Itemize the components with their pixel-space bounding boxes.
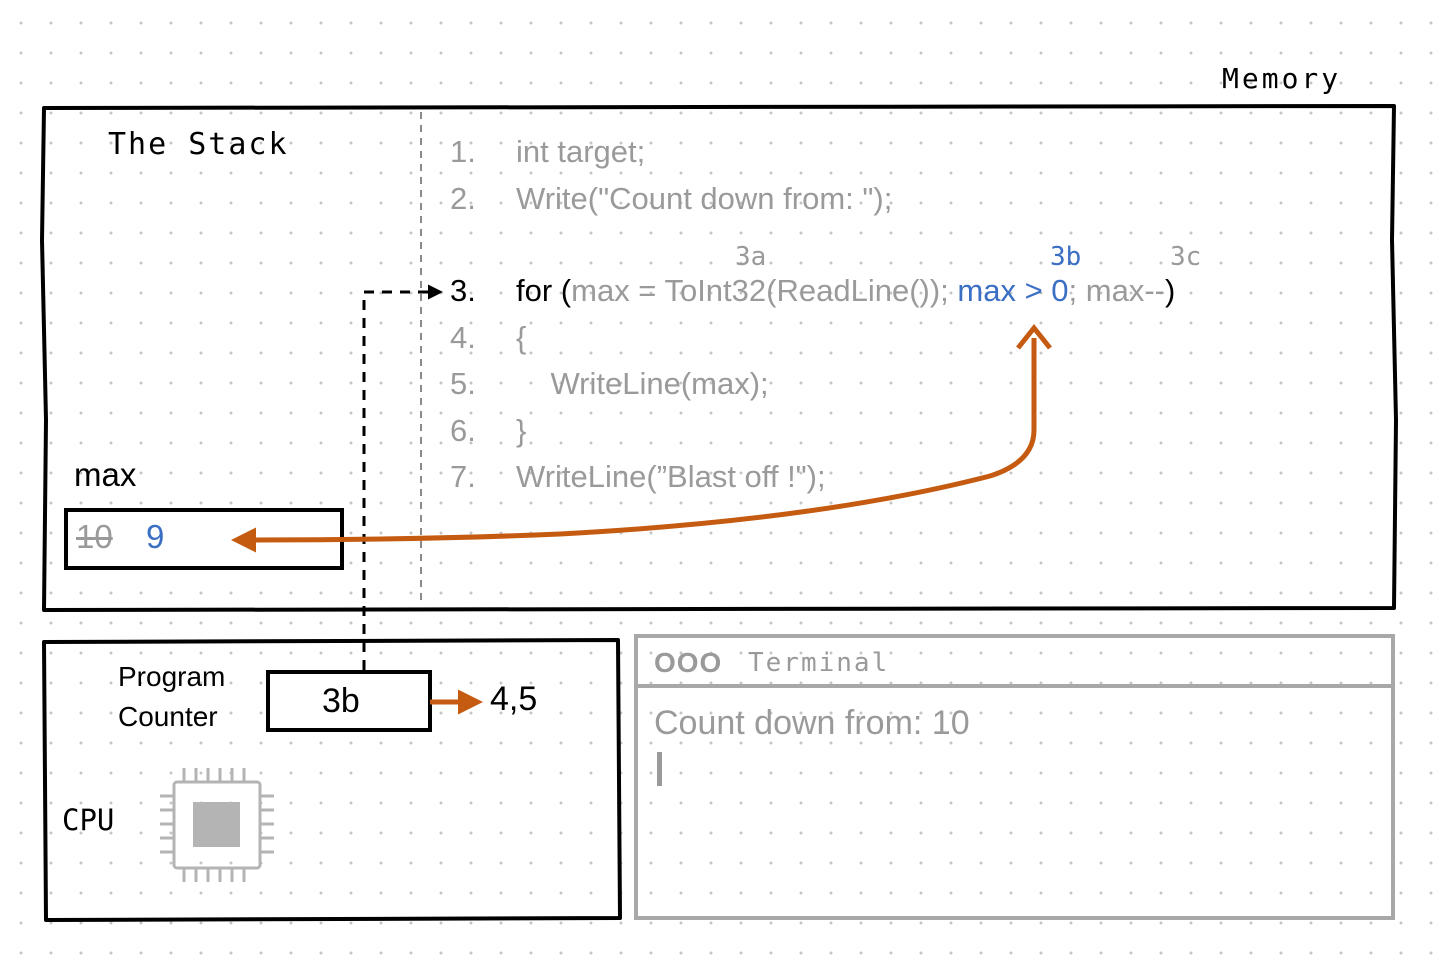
step-label-3a: 3a xyxy=(735,242,767,272)
cpu-chip-icon xyxy=(160,768,274,882)
pc-pointer-arrow xyxy=(362,284,443,670)
code-line-7: 7. WriteLine(”Blast off !"); xyxy=(450,459,826,567)
line-text: WriteLine(”Blast off !"); xyxy=(516,459,826,494)
pc-label-line2: Counter xyxy=(118,701,218,732)
line-text: int target; xyxy=(516,134,646,169)
line-number: 6. xyxy=(450,413,476,448)
new-value: 9 xyxy=(146,518,165,555)
close-paren: ) xyxy=(1164,273,1176,308)
step-label-3c: 3c xyxy=(1170,242,1202,272)
program-counter-label: Program Counter xyxy=(118,657,225,737)
code-line-5: 5. WriteLine(max); xyxy=(450,366,769,474)
loop-iterator: max-- xyxy=(1085,273,1165,308)
stack-title: The Stack xyxy=(108,127,289,162)
code-line-1: 1. int target; xyxy=(450,134,645,242)
next-lines-label: 4,5 xyxy=(490,680,538,718)
old-value: 10 xyxy=(76,518,113,555)
line-text: WriteLine(max); xyxy=(516,366,769,401)
terminal-output: Count down from: 10 xyxy=(654,704,970,742)
line-number: 4. xyxy=(450,320,476,355)
program-counter-box xyxy=(266,670,432,732)
line-text: for (max = ToInt32(ReadLine()); max > 0;… xyxy=(516,273,1175,309)
loop-separator: ; xyxy=(1068,273,1086,308)
window-buttons-icon: OOO xyxy=(654,647,723,678)
code-line-3: 3. for (max = ToInt32(ReadLine()); max >… xyxy=(450,273,1175,381)
line-number: 3. xyxy=(450,273,476,308)
variable-name: max xyxy=(74,456,137,493)
line-text: Write("Count down from: "); xyxy=(516,181,893,216)
code-line-6: 6. } xyxy=(450,413,526,521)
for-keyword: for ( xyxy=(516,273,572,308)
step-label-3b: 3b xyxy=(1050,242,1082,272)
condition-read-arrow xyxy=(231,338,1037,553)
code-line-4: 4. { xyxy=(450,320,526,428)
line-number: 1. xyxy=(450,134,476,169)
memory-label: Memory xyxy=(1222,62,1342,95)
line-text: } xyxy=(516,413,527,448)
code-line-2: 2. Write("Count down from: "); xyxy=(450,181,892,289)
terminal-cursor xyxy=(657,752,662,786)
terminal-window xyxy=(634,634,1395,920)
cpu-box xyxy=(42,638,622,922)
loop-init: max = ToInt32(ReadLine()); xyxy=(571,273,958,308)
loop-condition: max > 0 xyxy=(957,273,1069,308)
line-number: 7. xyxy=(450,459,476,494)
line-number: 5. xyxy=(450,366,476,401)
line-number: 2. xyxy=(450,181,476,216)
line-text: { xyxy=(516,320,527,355)
memory-box xyxy=(40,104,1398,612)
pc-label-line1: Program xyxy=(118,661,226,692)
program-counter-value: 3b xyxy=(322,682,360,720)
cpu-label: CPU xyxy=(62,803,115,837)
terminal-title: Terminal xyxy=(748,648,890,678)
condition-arrowhead xyxy=(1016,323,1052,350)
